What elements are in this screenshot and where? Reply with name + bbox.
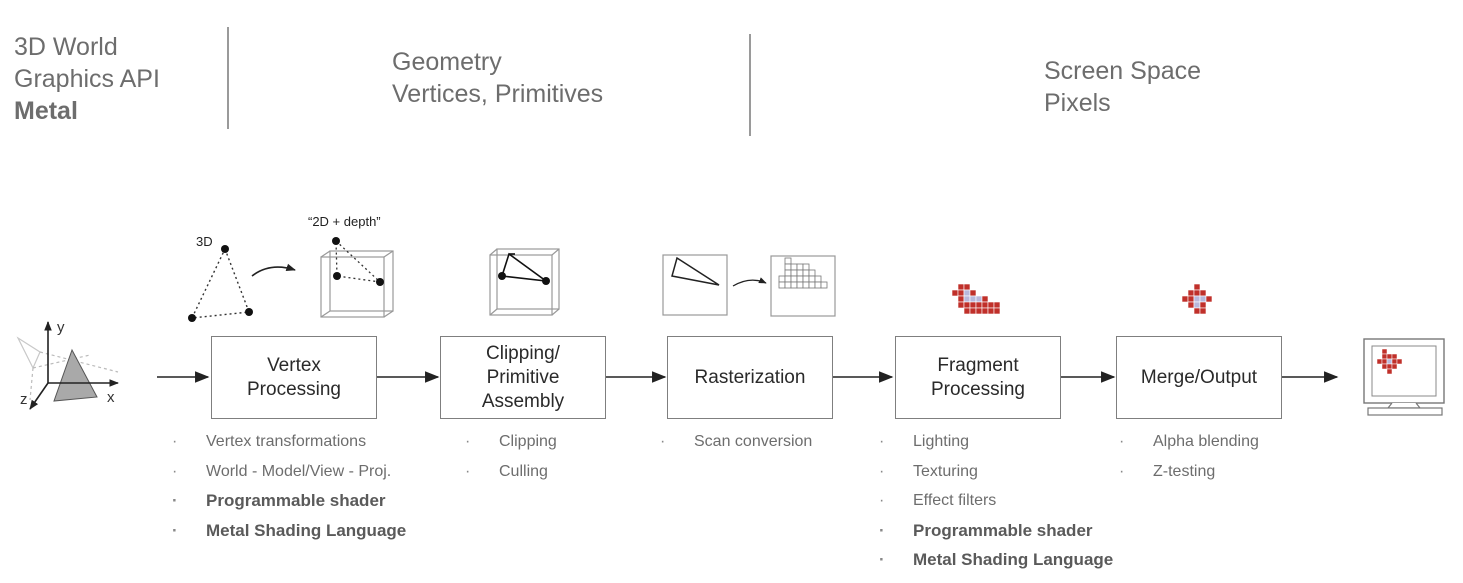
header-geometry-title: Geometry [392, 48, 502, 76]
stage-clipping-line1: Clipping/ [486, 342, 560, 364]
axis-y-label: y [57, 319, 65, 336]
stage-vertex-line2: Processing [247, 378, 341, 400]
stage-fragment-line2: Processing [931, 378, 1025, 400]
monitor-icon [1363, 338, 1445, 416]
stage-merge-output: Merge/Output [1116, 336, 1282, 419]
bullet-item: Alpha blending [1119, 427, 1259, 457]
label-3d: 3D [196, 234, 213, 249]
bullet-item: Texturing [879, 457, 1113, 487]
bullet-item: Metal Shading Language [879, 545, 1113, 575]
axes-triangle-icon: y x z [16, 319, 119, 410]
axis-x-label: x [107, 389, 115, 406]
bullet-item: Metal Shading Language [172, 516, 406, 546]
axis-z-label: z [20, 391, 28, 408]
2d-depth-cube-icon: “2D + depth” [308, 214, 394, 318]
bullet-item: Effect filters [879, 486, 1113, 516]
stage-fragment-line1: Fragment [937, 354, 1019, 376]
fragment-bullets: Lighting Texturing Effect filters Progra… [879, 427, 1113, 575]
header-geometry: Geometry Vertices, Primitives [392, 46, 603, 110]
bullet-item: Clipping [465, 427, 557, 457]
rasterization-icon [662, 254, 836, 317]
stage-clipping-line2: Primitive [486, 366, 560, 388]
stage-clipping-line3: Assembly [481, 390, 565, 412]
clipping-bullets: Clipping Culling [465, 427, 557, 486]
header-screen-space: Screen Space Pixels [1044, 55, 1201, 119]
label-2d-depth: “2D + depth” [308, 214, 381, 229]
fragment-pixels-icon [951, 283, 1001, 315]
header-screen-space-title: Screen Space [1044, 57, 1202, 85]
header-3d-world: 3D World [14, 33, 118, 61]
header-divider-1 [227, 27, 229, 129]
bullet-item: Programmable shader [879, 516, 1113, 546]
3d-triangle-icon: 3D [188, 234, 296, 322]
stage-rasterization-line1: Rasterization [694, 366, 806, 388]
header-screen-space-subtitle: Pixels [1044, 89, 1111, 117]
clipping-cube-icon [489, 248, 560, 316]
stage-merge-line1: Merge/Output [1140, 366, 1258, 388]
vertex-bullets: Vertex transformations World - Model/Vie… [172, 427, 406, 545]
stage-vertex-line1: Vertex [267, 354, 321, 376]
header-graphics-api-label: Graphics API [14, 65, 160, 93]
bullet-item: Scan conversion [660, 427, 812, 457]
merge-bullets: Alpha blending Z-testing [1119, 427, 1259, 486]
header-metal: Metal [14, 97, 78, 125]
stage-rasterization: Rasterization [667, 336, 833, 419]
bullet-item: World - Model/View - Proj. [172, 457, 406, 487]
raster-grid [778, 257, 828, 289]
bullet-item: Culling [465, 457, 557, 487]
bullet-item: Z-testing [1119, 457, 1259, 487]
bullet-item: Programmable shader [172, 486, 406, 516]
header-geometry-subtitle: Vertices, Primitives [392, 80, 604, 108]
header-divider-2 [749, 34, 751, 136]
header-graphics-api: 3D World Graphics API Metal [14, 31, 160, 127]
rasterization-bullets: Scan conversion [660, 427, 812, 457]
bullet-item: Lighting [879, 427, 1113, 457]
bullet-item: Vertex transformations [172, 427, 406, 457]
merge-pixels-icon [1181, 283, 1213, 315]
